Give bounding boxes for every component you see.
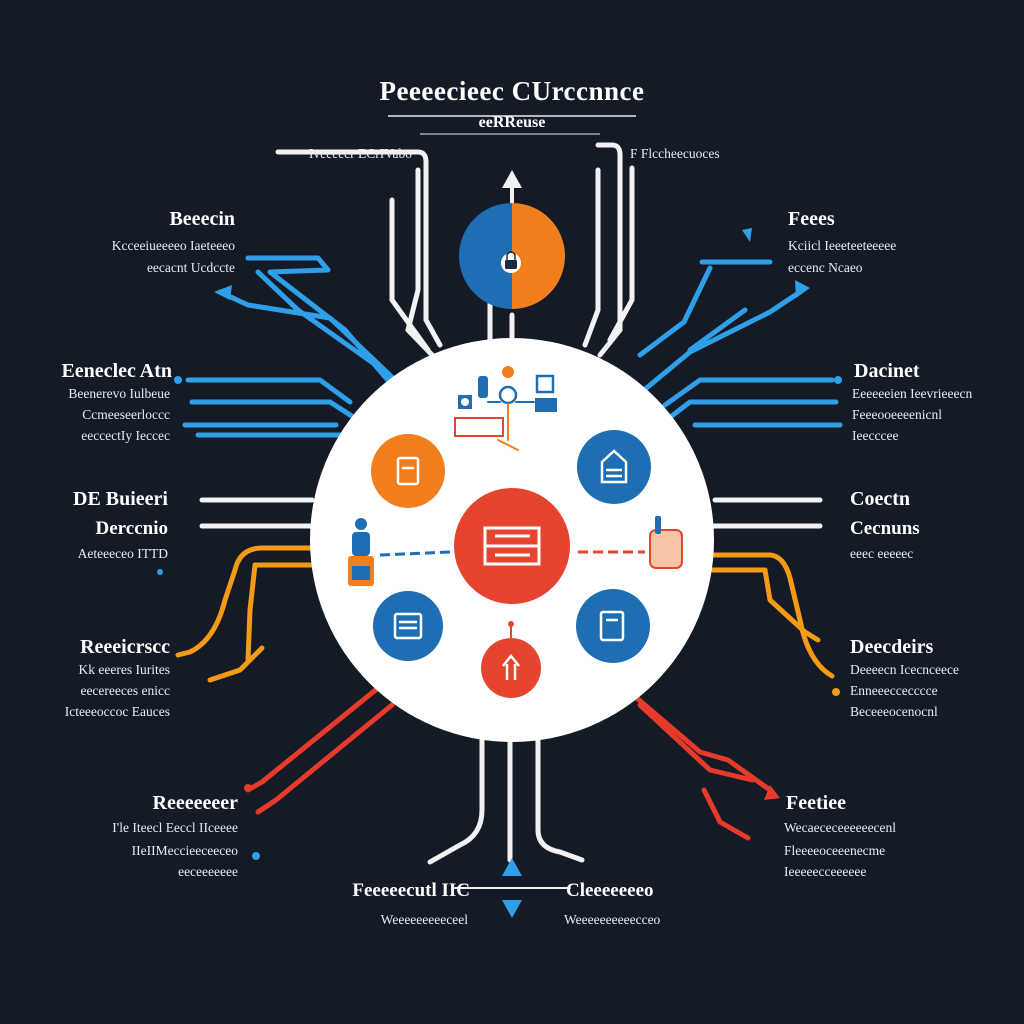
lock-icon [501, 251, 521, 273]
label-upper-left-line1: Beenerevo Iulbeue [68, 386, 170, 401]
label-mid-right-line1: Cecnuns [850, 518, 920, 539]
label-mid-left-line2: Aeteeeceo ITTD [77, 546, 168, 561]
label-top-right-title: Feees [788, 208, 835, 230]
network-devices-icon [454, 366, 557, 451]
hand-icon [649, 516, 683, 569]
connectors-red [245, 685, 773, 841]
label-upper-right-title: Dacinet [854, 360, 920, 382]
up-arrow-icon [502, 653, 520, 680]
label-upper-left-title: Eeneclec Atn [61, 360, 172, 382]
connectors-bottom-white [427, 732, 585, 889]
connectors-blue [182, 255, 843, 438]
label-lower-left-line1: Kk eeeres Iurites [78, 662, 170, 677]
right-caption: F Flccheecuoces [630, 146, 720, 161]
node-upper-left [371, 434, 445, 508]
bottom-node-dot [508, 621, 514, 627]
label-mid-right-line2: eeec eeeeec [850, 546, 914, 561]
terminal-markers [157, 228, 842, 918]
page-subtitle: eeRReuse [478, 114, 546, 131]
label-bottom-center-left-line1: Weeeeeeeeeceel [380, 912, 468, 927]
label-bottom-right-line3: Ieeeeecceeeeee [784, 864, 867, 879]
label-bottom-left-title: Reeeeeeer [152, 792, 238, 814]
connectors-top-white [275, 142, 635, 361]
label-lower-right-line3: Beceeeocenocnl [850, 704, 938, 719]
label-bottom-right-title: Feetiee [786, 792, 846, 814]
house-icon [600, 449, 628, 484]
clipboard-icon [599, 610, 625, 642]
robot-icon [348, 518, 374, 586]
label-bottom-center-left-title: Feeeeecutl IIC [352, 880, 470, 901]
label-lower-right-line1: Deeeecn Icecnceece [850, 662, 960, 677]
label-bottom-left-line1: I'le Iteecl Eeccl IIceeee [112, 820, 238, 835]
label-upper-right-line2: Feeeooeeeenicnl [852, 407, 942, 422]
label-bottom-center-right-title: Cleeeeeeeo [566, 880, 654, 901]
dashed-link-left [379, 550, 451, 557]
document-icon [396, 456, 420, 486]
label-mid-right-title: Coectn [850, 488, 910, 510]
left-caption: Iveeeecr ECrIVabo [308, 146, 412, 161]
label-upper-left-line3: eeccectIy Ieccec [81, 428, 170, 443]
label-upper-right-line1: Eeeeeeien Ieevrieeecn [852, 386, 973, 401]
label-lower-left-line2: eecereeces enicc [80, 683, 170, 698]
server-rack-icon [483, 526, 541, 566]
up-arrow-top [502, 170, 522, 205]
label-top-left-title: Beeecin [169, 208, 235, 230]
label-lower-right-title: Deecdeirs [850, 636, 934, 658]
label-top-right-line1: Kciicl Ieeeteeteeeee [788, 238, 897, 253]
node-upper-right [577, 430, 651, 504]
label-lower-left-title: Reeeicrscc [80, 636, 170, 658]
connectors-orange [175, 545, 835, 683]
node-lower-right [576, 589, 650, 663]
label-lower-left-line3: Icteeeoccoc Eauces [64, 704, 170, 719]
label-top-left-line2: eecacnt Ucdccte [146, 260, 235, 275]
label-top-right-line2: eccenc Ncaeo [788, 260, 863, 275]
label-lower-right-line2: Enneeeccecccce [850, 683, 938, 698]
label-bottom-left-line3: eeceeeeeee [178, 864, 238, 879]
label-mid-left-line1: Derccnio [95, 518, 168, 539]
page-title: Peeeecieec CUrccnnce [379, 76, 645, 106]
label-upper-left-line2: Ccmeeseerloccc [82, 407, 170, 422]
label-bottom-right-line1: Wecaececeeeeeecenl [784, 820, 897, 835]
label-mid-left-title: DE Buieeri [73, 488, 168, 510]
label-bottom-center-right-line1: Weeeeeeeeeecceo [564, 912, 661, 927]
label-bottom-right-line2: Fleeeeoceeenecme [784, 843, 886, 858]
label-top-left-line1: Kcceeiueeeeo Iaeteeeo [111, 238, 235, 253]
label-bottom-left-line2: IIeIIMeccieeceeceo [131, 843, 238, 858]
node-lower-left [373, 591, 443, 661]
connectors-white-side [199, 497, 823, 529]
top-node [459, 203, 565, 309]
label-upper-right-line3: Ieecccee [852, 428, 899, 443]
tablet-icon [393, 612, 423, 640]
node-bottom [481, 638, 541, 698]
